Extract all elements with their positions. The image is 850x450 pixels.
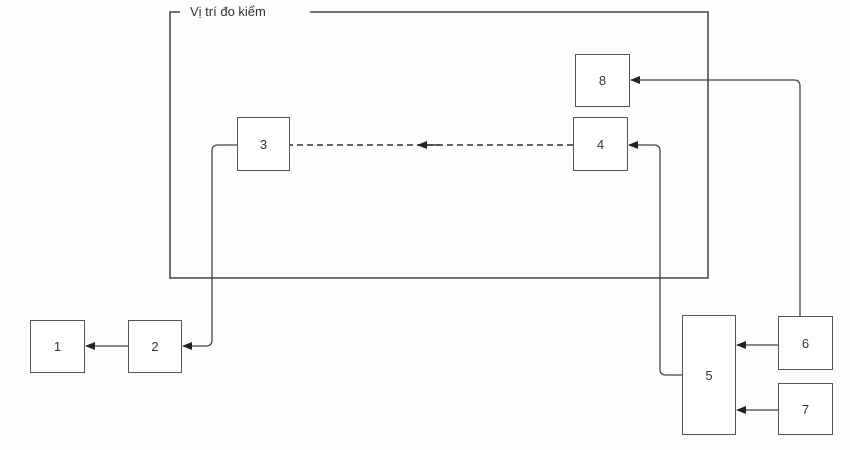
link-5-to-4 — [628, 141, 682, 376]
link-3-to-2 — [182, 144, 237, 350]
link-6-to-8 — [630, 76, 801, 316]
box-6: 6 — [778, 316, 833, 370]
box-2: 2 — [128, 320, 182, 373]
box-3: 3 — [237, 117, 290, 171]
box-4: 4 — [573, 117, 628, 171]
box-8: 8 — [575, 54, 630, 107]
frame-title: Vị trí đo kiểm — [186, 4, 270, 19]
box-1: 1 — [30, 320, 85, 373]
box-7: 7 — [778, 383, 833, 435]
measurement-frame — [169, 11, 709, 279]
box-5: 5 — [682, 315, 736, 435]
